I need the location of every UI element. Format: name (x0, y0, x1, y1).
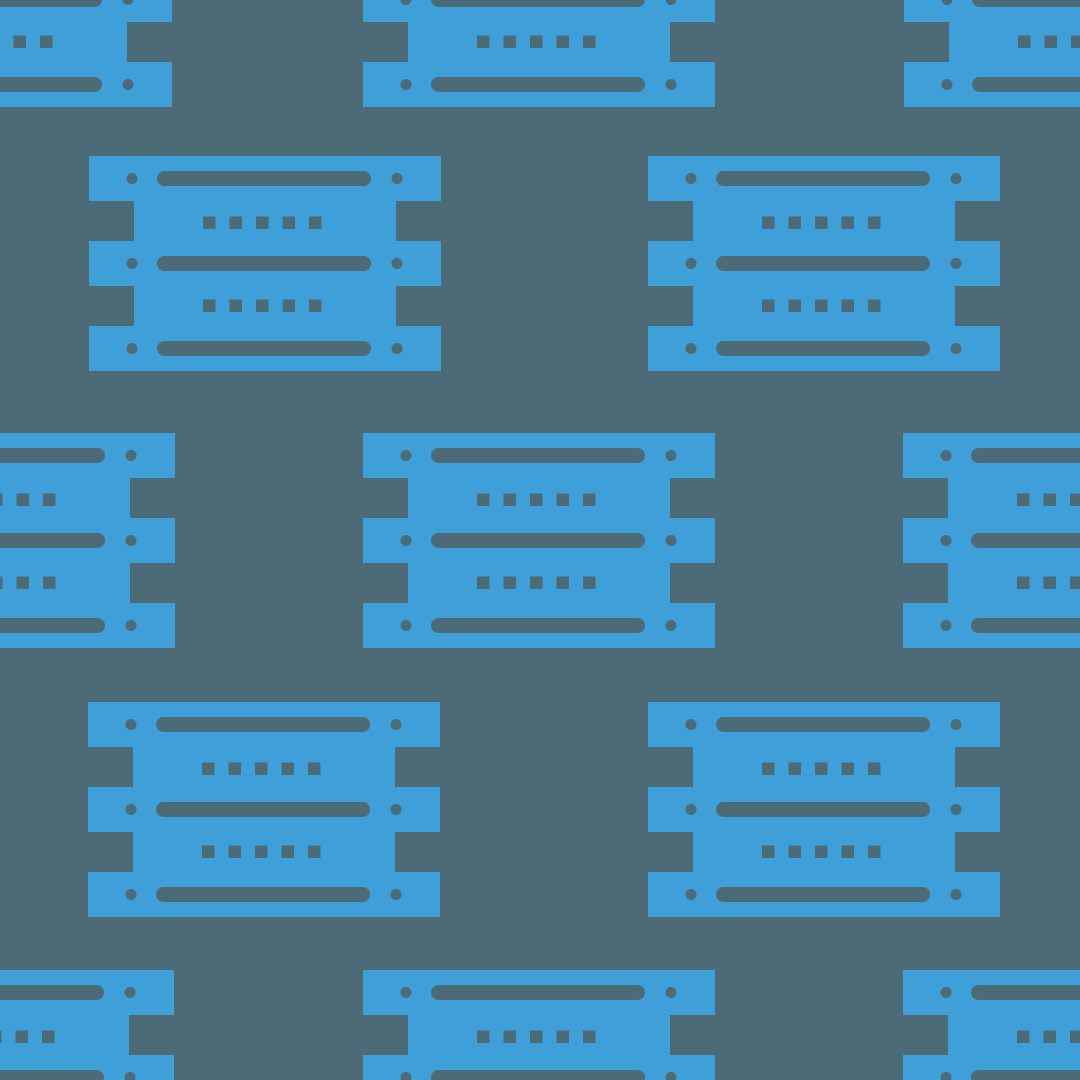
server-icon (903, 433, 1080, 648)
server-icon (648, 702, 1000, 917)
server-icon (88, 702, 440, 917)
server-icon (904, 0, 1080, 107)
server-icon (363, 970, 715, 1080)
server-icon (363, 433, 715, 648)
server-icon (0, 970, 174, 1080)
server-icon (648, 156, 1000, 371)
server-icon (0, 0, 172, 107)
server-icon (89, 156, 441, 371)
server-icon (903, 970, 1080, 1080)
server-icon (0, 433, 175, 648)
server-icon (363, 0, 715, 107)
